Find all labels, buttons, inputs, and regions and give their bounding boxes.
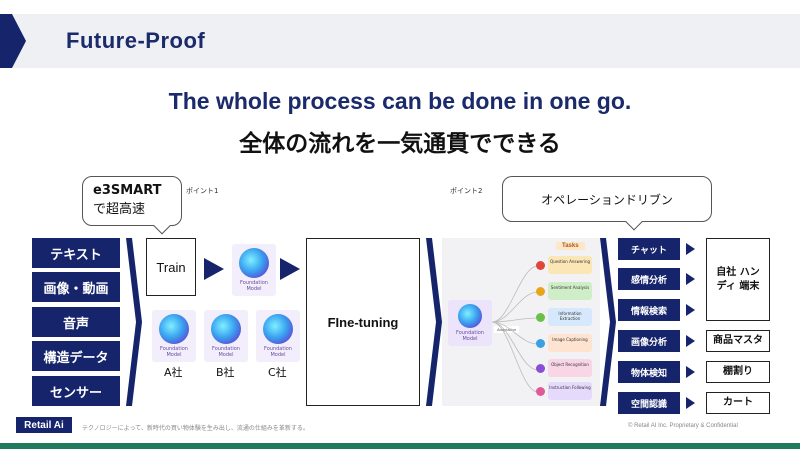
inputs-chevron-icon <box>126 238 142 406</box>
train-box: Train <box>146 238 196 296</box>
company-b-label: B社 <box>216 366 235 379</box>
point-1-label: ポイント1 <box>186 187 219 195</box>
task-instruction-following: Instruction Following <box>548 382 592 400</box>
finetuning-label: FIne-tuning <box>327 314 399 330</box>
train-label: Train <box>156 259 186 275</box>
task-dot-qa <box>536 261 545 270</box>
foundation-model-icon <box>211 314 241 344</box>
tasks-header: Tasks <box>556 242 585 250</box>
foundation-model-label: Foundation Model <box>240 280 268 292</box>
retail-ai-logo: Retail Ai <box>16 417 72 433</box>
output-spatial-recognition: 空間認識 <box>618 392 680 414</box>
train-arrow-icon <box>204 258 224 280</box>
output-arrow-icon <box>686 366 695 378</box>
callout-operation-driven-text: オペレーションドリブン <box>541 192 673 207</box>
finetune-chevron-icon <box>426 238 442 406</box>
model-arrow-icon <box>280 258 300 280</box>
input-structured-data: 構造データ <box>32 341 120 371</box>
task-dot-captioning <box>536 339 545 348</box>
input-sensor: センサー <box>32 376 120 406</box>
task-sentiment-analysis: Sentiment Analysis <box>548 282 592 300</box>
footer-bar <box>0 443 800 449</box>
foundation-model-card: Foundation Model <box>232 244 276 296</box>
headline-japanese: 全体の流れを一気通貫でできる <box>239 131 561 157</box>
callout-operation-driven: オペレーションドリブン <box>502 176 712 222</box>
target-planogram: 棚割り <box>706 361 770 383</box>
company-c-label: C社 <box>268 366 287 379</box>
footer-tagline: テクノロジーによって、新時代の買い物体験を生み出し、流通の仕組みを革新する。 <box>82 425 309 432</box>
foundation-model-icon <box>458 304 482 328</box>
task-question-answering: Question Answering <box>548 256 592 274</box>
target-product-master: 商品マスタ <box>706 330 770 352</box>
target-cart: カート <box>706 392 770 414</box>
input-audio: 音声 <box>32 307 120 337</box>
output-arrow-icon <box>686 304 695 316</box>
task-dot-sentiment <box>536 287 545 296</box>
foundation-model-label: Foundation Model <box>264 346 292 358</box>
tasks-chevron-icon <box>600 238 616 406</box>
task-dot-recognition <box>536 364 545 373</box>
adaptation-label: Adaptation <box>494 326 520 333</box>
header-bar <box>0 14 800 68</box>
task-object-recognition: Object Recognition <box>548 359 592 377</box>
input-text: テキスト <box>32 238 120 268</box>
callout-e3smart-line2: で超高速 <box>93 202 146 217</box>
headline-english: The whole process can be done in one go. <box>168 88 632 114</box>
task-fan-lines <box>491 265 539 393</box>
finetuning-box: FIne-tuning <box>306 238 420 406</box>
task-dot-extraction <box>536 313 545 322</box>
tasks-foundation-model-card: Foundation Model <box>448 300 492 346</box>
point-2-label: ポイント2 <box>450 187 483 195</box>
output-sentiment: 感情分析 <box>618 268 680 290</box>
foundation-model-label: Foundation Model <box>212 346 240 358</box>
task-image-captioning: Image Captioning <box>548 334 592 352</box>
output-arrow-icon <box>686 397 695 409</box>
target-handy-terminal: 自社 ハンディ 端末 <box>706 238 770 321</box>
output-chat: チャット <box>618 238 680 260</box>
task-information-extraction: Information Extraction <box>548 308 592 326</box>
page-title: Future-Proof <box>66 28 206 53</box>
output-search: 情報検索 <box>618 299 680 321</box>
output-image-analysis: 画像分析 <box>618 330 680 352</box>
output-arrow-icon <box>686 335 695 347</box>
task-dot-instruction <box>536 387 545 396</box>
output-object-detection: 物体検知 <box>618 361 680 383</box>
foundation-model-label: Foundation Model <box>160 346 188 358</box>
foundation-model-icon <box>263 314 293 344</box>
company-a-label: A社 <box>164 366 183 379</box>
foundation-model-icon <box>159 314 189 344</box>
callout-e3smart: e3SMART で超高速 <box>82 176 182 226</box>
output-arrow-icon <box>686 273 695 285</box>
footer-copyright: © Retail AI Inc. Proprietary & Confident… <box>628 423 738 429</box>
output-arrow-icon <box>686 243 695 255</box>
company-a-model-card: Foundation Model <box>152 310 196 362</box>
header-chevron-icon <box>0 14 26 68</box>
foundation-model-label: Foundation Model <box>456 330 484 342</box>
company-c-model-card: Foundation Model <box>256 310 300 362</box>
company-b-model-card: Foundation Model <box>204 310 248 362</box>
callout-e3smart-line1: e3SMART <box>93 183 162 198</box>
input-image-video: 画像・動画 <box>32 272 120 302</box>
foundation-model-icon <box>239 248 269 278</box>
